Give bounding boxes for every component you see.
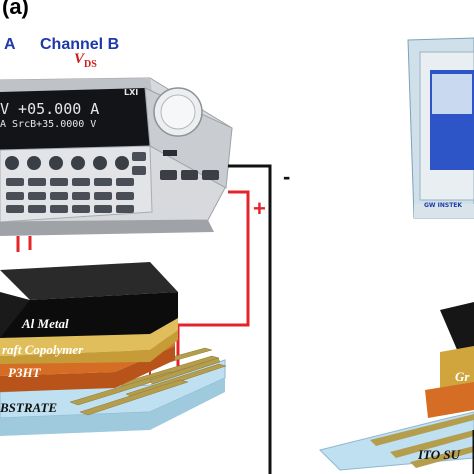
right-substrate-label: ITO SU [418,447,461,462]
output-button-onoff [181,170,198,180]
smu-display-panel [0,88,150,150]
scope-brand: GW INSTEK [424,202,463,209]
smu-screen: V +05.000 A A SrcB+35.0000 V [0,100,140,140]
output-button-b [202,170,219,180]
right-layer-label: Gr [455,369,470,384]
source-measure-unit [0,77,233,236]
usb-port-icon [163,150,177,156]
output-button-a [160,170,177,180]
black-wire [228,164,272,474]
smu-brand: LXI [124,88,139,97]
copolymer-layer [0,318,178,356]
p3ht-label: P3HT [8,365,41,380]
red-wire-drain [176,190,250,392]
terminal-plus: + [253,196,266,221]
smu-display-line1: V +05.000 A [0,100,100,118]
electrodes [69,347,227,416]
right-device-stack [319,302,474,474]
p3ht-layer [0,334,175,376]
channel-a-label: A [4,36,16,53]
device-stack [0,262,227,436]
smu-display-line2: A SrcB+35.0000 V [0,119,97,130]
metal-layer-front [0,292,178,338]
terminal-minus: - [283,164,291,189]
metal-layer-top [0,262,178,300]
oscilloscope [407,37,474,219]
panel-label: (a) [2,0,29,19]
copolymer-label: raft Copolymer [2,342,84,357]
metal-label: Al Metal [22,316,69,331]
channel-b-label: Channel B [40,36,120,53]
vds-label: VDS [74,51,97,70]
substrate-label: BSTRATE [0,400,58,415]
